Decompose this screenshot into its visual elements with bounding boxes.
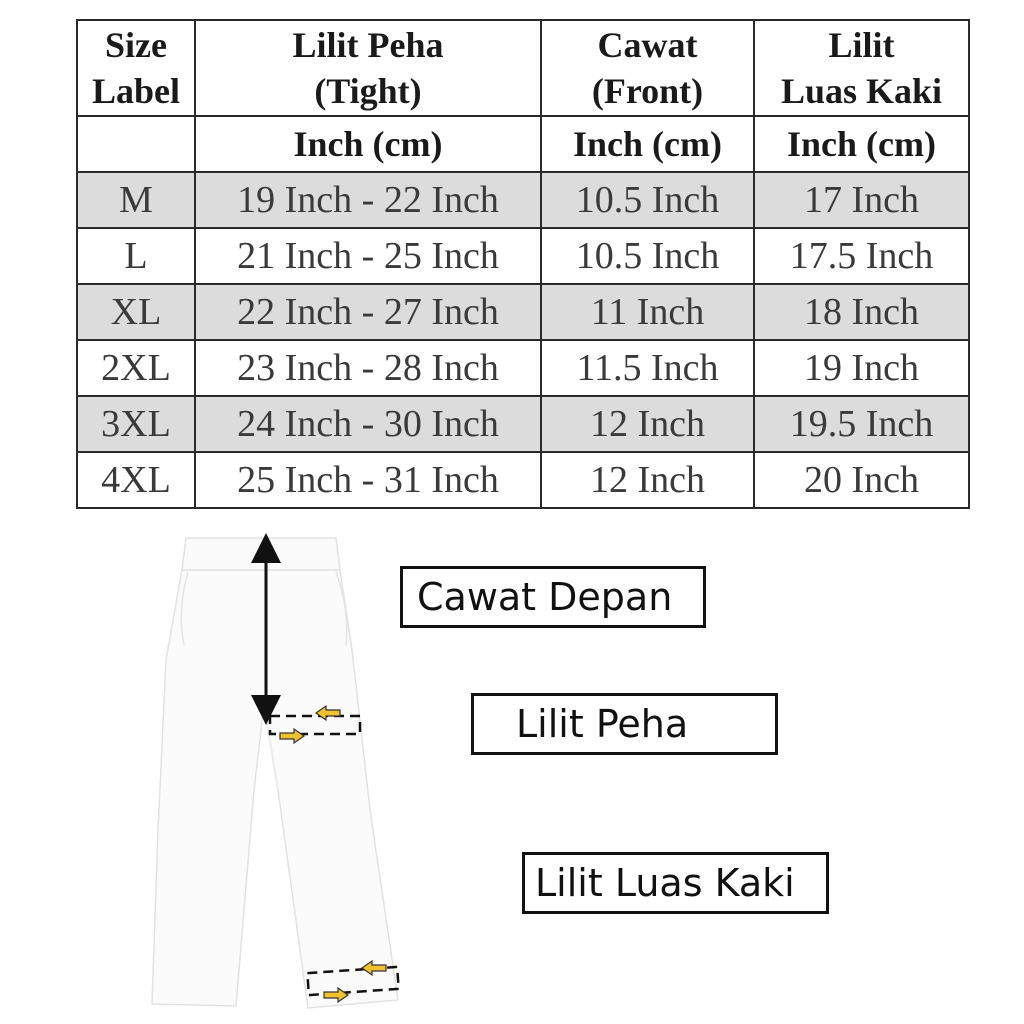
table-row: L 21 Inch - 25 Inch 10.5 Inch 17.5 Inch xyxy=(76,227,970,285)
header-cawat: Cawat (Front) xyxy=(540,19,755,117)
unit-cell xyxy=(76,115,196,173)
size-cell: 4XL xyxy=(76,451,196,509)
header-lilit-luas-kaki: Lilit Luas Kaki xyxy=(753,19,970,117)
header-size-label: Size Label xyxy=(76,19,196,117)
peha-cell: 21 Inch - 25 Inch xyxy=(194,227,542,285)
cawat-cell: 11 Inch xyxy=(540,283,755,341)
peha-cell: 19 Inch - 22 Inch xyxy=(194,171,542,229)
unit-cell: Inch (cm) xyxy=(540,115,755,173)
kaki-cell: 17.5 Inch xyxy=(753,227,970,285)
size-cell: 2XL xyxy=(76,339,196,397)
table-row: 2XL 23 Inch - 28 Inch 11.5 Inch 19 Inch xyxy=(76,339,970,397)
peha-cell: 23 Inch - 28 Inch xyxy=(194,339,542,397)
size-cell: 3XL xyxy=(76,395,196,453)
size-cell: M xyxy=(76,171,196,229)
unit-cell: Inch (cm) xyxy=(194,115,542,173)
peha-cell: 25 Inch - 31 Inch xyxy=(194,451,542,509)
table-row: 4XL 25 Inch - 31 Inch 12 Inch 20 Inch xyxy=(76,451,970,509)
right-arrow-icon xyxy=(279,727,306,745)
cawat-cell: 12 Inch xyxy=(540,451,755,509)
left-arrow-icon xyxy=(360,959,387,977)
hem-measure-box xyxy=(306,965,400,997)
size-cell: L xyxy=(76,227,196,285)
cawat-cell: 10.5 Inch xyxy=(540,227,755,285)
cawat-cell: 11.5 Inch xyxy=(540,339,755,397)
table-row: M 19 Inch - 22 Inch 10.5 Inch 17 Inch xyxy=(76,171,970,229)
kaki-cell: 17 Inch xyxy=(753,171,970,229)
right-arrow-icon xyxy=(323,986,350,1004)
table-row: XL 22 Inch - 27 Inch 11 Inch 18 Inch xyxy=(76,283,970,341)
size-cell: XL xyxy=(76,283,196,341)
cawat-cell: 12 Inch xyxy=(540,395,755,453)
kaki-cell: 19 Inch xyxy=(753,339,970,397)
cawat-cell: 10.5 Inch xyxy=(540,171,755,229)
table-row: 3XL 24 Inch - 30 Inch 12 Inch 19.5 Inch xyxy=(76,395,970,453)
peha-cell: 24 Inch - 30 Inch xyxy=(194,395,542,453)
kaki-cell: 20 Inch xyxy=(753,451,970,509)
unit-cell: Inch (cm) xyxy=(753,115,970,173)
kaki-cell: 18 Inch xyxy=(753,283,970,341)
thigh-measure-box xyxy=(268,714,362,736)
left-arrow-icon xyxy=(314,704,341,722)
pants-illustration xyxy=(151,533,400,1009)
lilit-luas-kaki-label: Lilit Luas Kaki xyxy=(522,852,829,914)
unit-row: Inch (cm) Inch (cm) Inch (cm) xyxy=(76,115,970,173)
header-lilit-peha: Lilit Peha (Tight) xyxy=(194,19,542,117)
lilit-peha-label: Lilit Peha xyxy=(471,693,778,755)
cawat-depan-label: Cawat Depan xyxy=(400,566,706,628)
kaki-cell: 19.5 Inch xyxy=(753,395,970,453)
peha-cell: 22 Inch - 27 Inch xyxy=(194,283,542,341)
header-row: Size Label Lilit Peha (Tight) Cawat (Fro… xyxy=(76,19,970,117)
size-chart-table: Size Label Lilit Peha (Tight) Cawat (Fro… xyxy=(76,19,970,509)
